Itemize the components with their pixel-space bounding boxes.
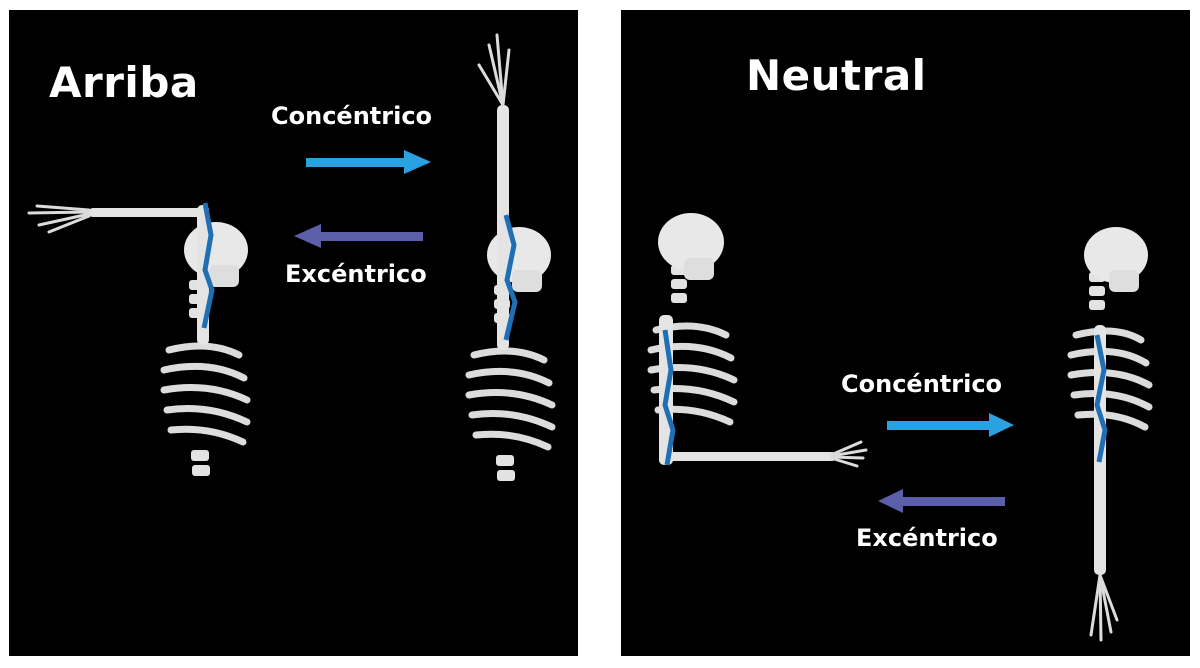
skeleton-illustration-arriba [27, 33, 556, 481]
skeleton-arm-forward [27, 202, 251, 476]
eccentric-label: Excéntrico [285, 260, 427, 288]
skeleton-arm-down [1067, 227, 1153, 642]
skeleton-arm-overhead [465, 33, 556, 481]
panel-title: Neutral [746, 51, 927, 100]
concentric-arrow [887, 413, 1014, 437]
skeleton-forearm-forward [647, 213, 868, 468]
eccentric-arrow [878, 489, 1005, 513]
panel-arriba: Arriba Concéntrico Excéntrico [9, 10, 578, 656]
eccentric-label: Excéntrico [856, 524, 998, 552]
skeleton-illustration-neutral [647, 213, 1153, 642]
panel-title: Arriba [49, 58, 199, 107]
concentric-label: Concéntrico [271, 102, 433, 130]
concentric-arrow [306, 150, 431, 174]
panel-neutral: Neutral Concéntrico Excéntrico [621, 10, 1190, 656]
concentric-label: Concéntrico [841, 370, 1003, 398]
eccentric-arrow [294, 224, 423, 248]
